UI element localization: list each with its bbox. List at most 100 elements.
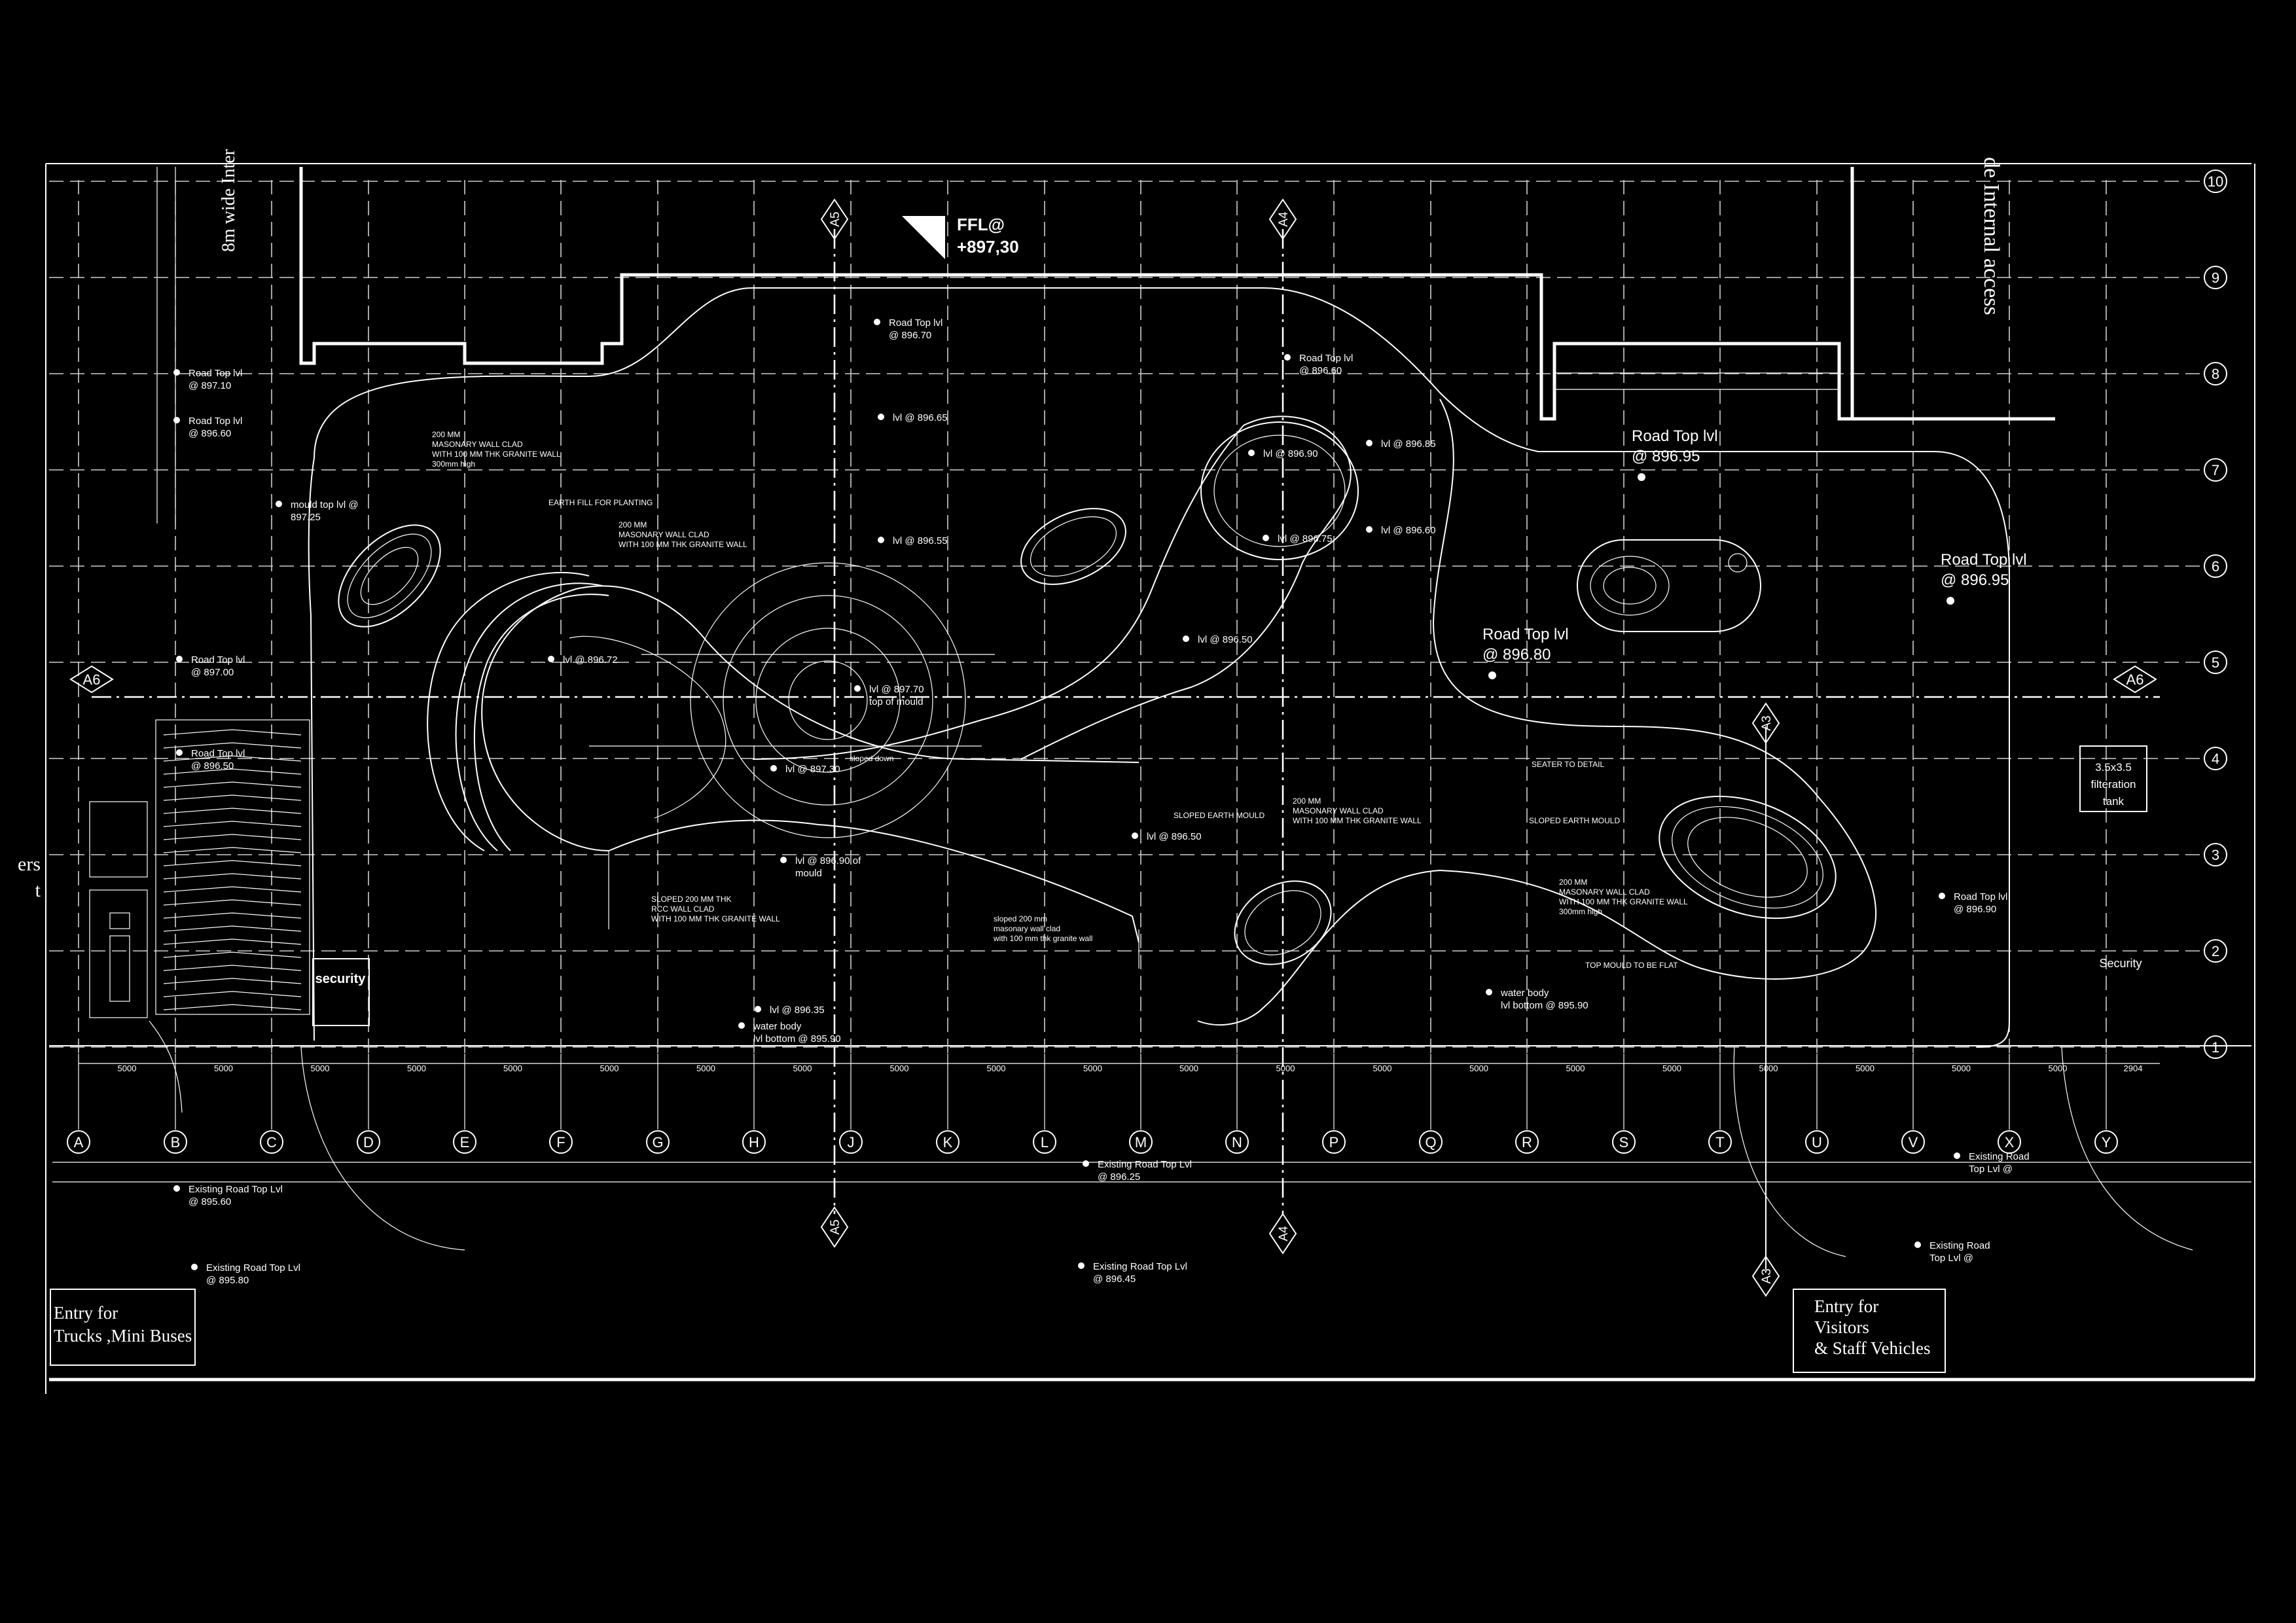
svg-text:lvl @ 896.55: lvl @ 896.55 [893,535,948,546]
svg-text:@ 896.70: @ 896.70 [889,330,931,341]
grid-bubble-column-s: S [1612,1054,1636,1154]
grid-row-label: 6 [2212,558,2219,575]
svg-text:masonary wall clad: masonary wall clad [994,924,1060,933]
grid-bubble-row-5: 5 [2204,651,2227,674]
grid-bubble-column-h: H [742,1054,766,1154]
grid-spacing-label: 5000 [2049,1063,2068,1073]
grid-column-label: D [363,1134,374,1150]
construction-note: SLOPED EARTH MOULD [1174,811,1265,820]
grid-spacing-label: 5000 [214,1063,233,1073]
grid-column-label: C [266,1134,277,1150]
grid-bubble-column-a: A [67,1054,90,1154]
grid-bubble-row-3: 3 [2204,843,2227,866]
grid-bubble-row-2: 2 [2204,939,2227,963]
grid-spacing-label: 5000 [503,1063,522,1073]
grid-column-label: L [1041,1134,1049,1150]
svg-text:filteration: filteration [2091,778,2136,791]
construction-note: sloped down [850,754,893,763]
svg-text:WITH 100 MM THK GRANITE WALL: WITH 100 MM THK GRANITE WALL [1559,897,1688,906]
grid-spacing-label: 5000 [600,1063,619,1073]
level-callout: lvl @ 896.35 [755,1005,825,1016]
svg-text:@ 896.45: @ 896.45 [1093,1274,1136,1285]
grid-bubble-column-u: U [1805,1054,1829,1154]
svg-text:TOP MOULD TO BE FLAT: TOP MOULD TO BE FLAT [1585,961,1678,970]
ramp-chevron [163,742,302,749]
grid-row-label: 7 [2212,462,2219,478]
grid-bubble-row-9: 9 [2204,266,2227,289]
svg-text:@ 896.60: @ 896.60 [1299,365,1342,376]
central-feature [427,416,1352,969]
entry-visitors-box: Entry for Visitors & Staff Vehicles [1793,1289,1946,1373]
svg-text:water body: water body [753,1021,802,1032]
svg-text:@ 896.90: @ 896.90 [1954,904,1996,915]
construction-note: TOP MOULD TO BE FLAT [1585,961,1678,970]
road-level-callout-large: Road Top lvl@ 896.95 [1941,551,2027,605]
svg-text:Top Lvl @: Top Lvl @ [1929,1253,1973,1264]
svg-text:897.25: 897.25 [291,512,321,523]
mound-right [1659,795,1837,919]
grid-bubble-column-j: J [839,1054,863,1154]
svg-text:lvl @ 896.72: lvl @ 896.72 [563,654,618,666]
level-callout: lvl @ 896.50 [1183,634,1253,645]
ramp-chevron [163,755,302,762]
level-callout: Existing Road Top Lvl@ 895.60 [173,1184,283,1207]
level-callout: mould top lvl @897.25 [276,499,359,523]
svg-text:SLOPED EARTH MOULD: SLOPED EARTH MOULD [1174,811,1265,820]
ramp-chevron [163,965,302,971]
grid-bubble-row-8: 8 [2204,362,2227,385]
grid-column-label: M [1135,1134,1147,1150]
ramp-chevron [163,860,302,866]
grid-column-label: J [848,1134,855,1150]
ramp-chevron [163,912,302,919]
level-callout: Existing Road Top Lvl@ 895.80 [191,1262,300,1286]
svg-text:SLOPED 200 MM THK: SLOPED 200 MM THK [651,895,731,904]
svg-text:A5: A5 [829,211,842,226]
grid-spacing-label: 5000 [1759,1063,1778,1073]
svg-text:Visitors: Visitors [1814,1317,1869,1337]
svg-text:Road Top lvl: Road Top lvl [889,317,942,329]
svg-text:200 MM: 200 MM [432,430,460,439]
entry-trucks-box: Entry for Trucks ,Mini Buses [50,1289,196,1366]
section-marker-a5-bottom: A5 [820,1206,849,1248]
svg-text:MASONARY WALL CLAD: MASONARY WALL CLAD [1559,887,1650,897]
grid-spacing-label: 5000 [1179,1063,1198,1073]
grid-spacing-label: 5000 [1083,1063,1102,1073]
ramp-chevron [163,978,302,984]
svg-text:Road Top lvl: Road Top lvl [1941,551,2027,569]
grid-column-label: U [1812,1134,1822,1150]
svg-text:Trucks ,Mini Buses: Trucks ,Mini Buses [54,1326,192,1346]
grid-spacing-label: 5000 [407,1063,426,1073]
boundary-walls [299,167,2055,421]
grid-bubble-column-l: L [1033,1054,1056,1154]
svg-text:WITH 100 MM THK GRANITE WALL: WITH 100 MM THK GRANITE WALL [651,914,780,923]
svg-text:Road Top lvl: Road Top lvl [191,748,245,759]
svg-text:WITH 100 MM THK GRANITE WALL: WITH 100 MM THK GRANITE WALL [1293,816,1422,825]
ramp-chevron [163,991,302,997]
ffl-label: FFL@ [957,215,1005,234]
level-callout: Road Top lvl@ 896.60 [173,416,242,439]
svg-text:A6: A6 [2126,671,2144,688]
svg-text:@ 895.60: @ 895.60 [188,1196,231,1207]
svg-text:lvl @ 897.70: lvl @ 897.70 [869,684,924,695]
svg-text:Existing Road Top Lvl: Existing Road Top Lvl [188,1184,283,1195]
ramp-chevron [163,794,302,801]
grid-row-label: 2 [2212,943,2219,959]
grid-column-label: E [460,1134,470,1150]
grid-bubble-column-v: V [1901,1054,1925,1154]
svg-text:@ 897.00: @ 897.00 [191,667,234,678]
svg-text:Road Top lvl: Road Top lvl [188,416,242,427]
mound-left [338,524,441,628]
grid-spacing-label: 5000 [1469,1063,1488,1073]
svg-text:A5: A5 [829,1219,842,1234]
grid-column-label: H [749,1134,759,1150]
ramp-chevron [163,768,302,775]
